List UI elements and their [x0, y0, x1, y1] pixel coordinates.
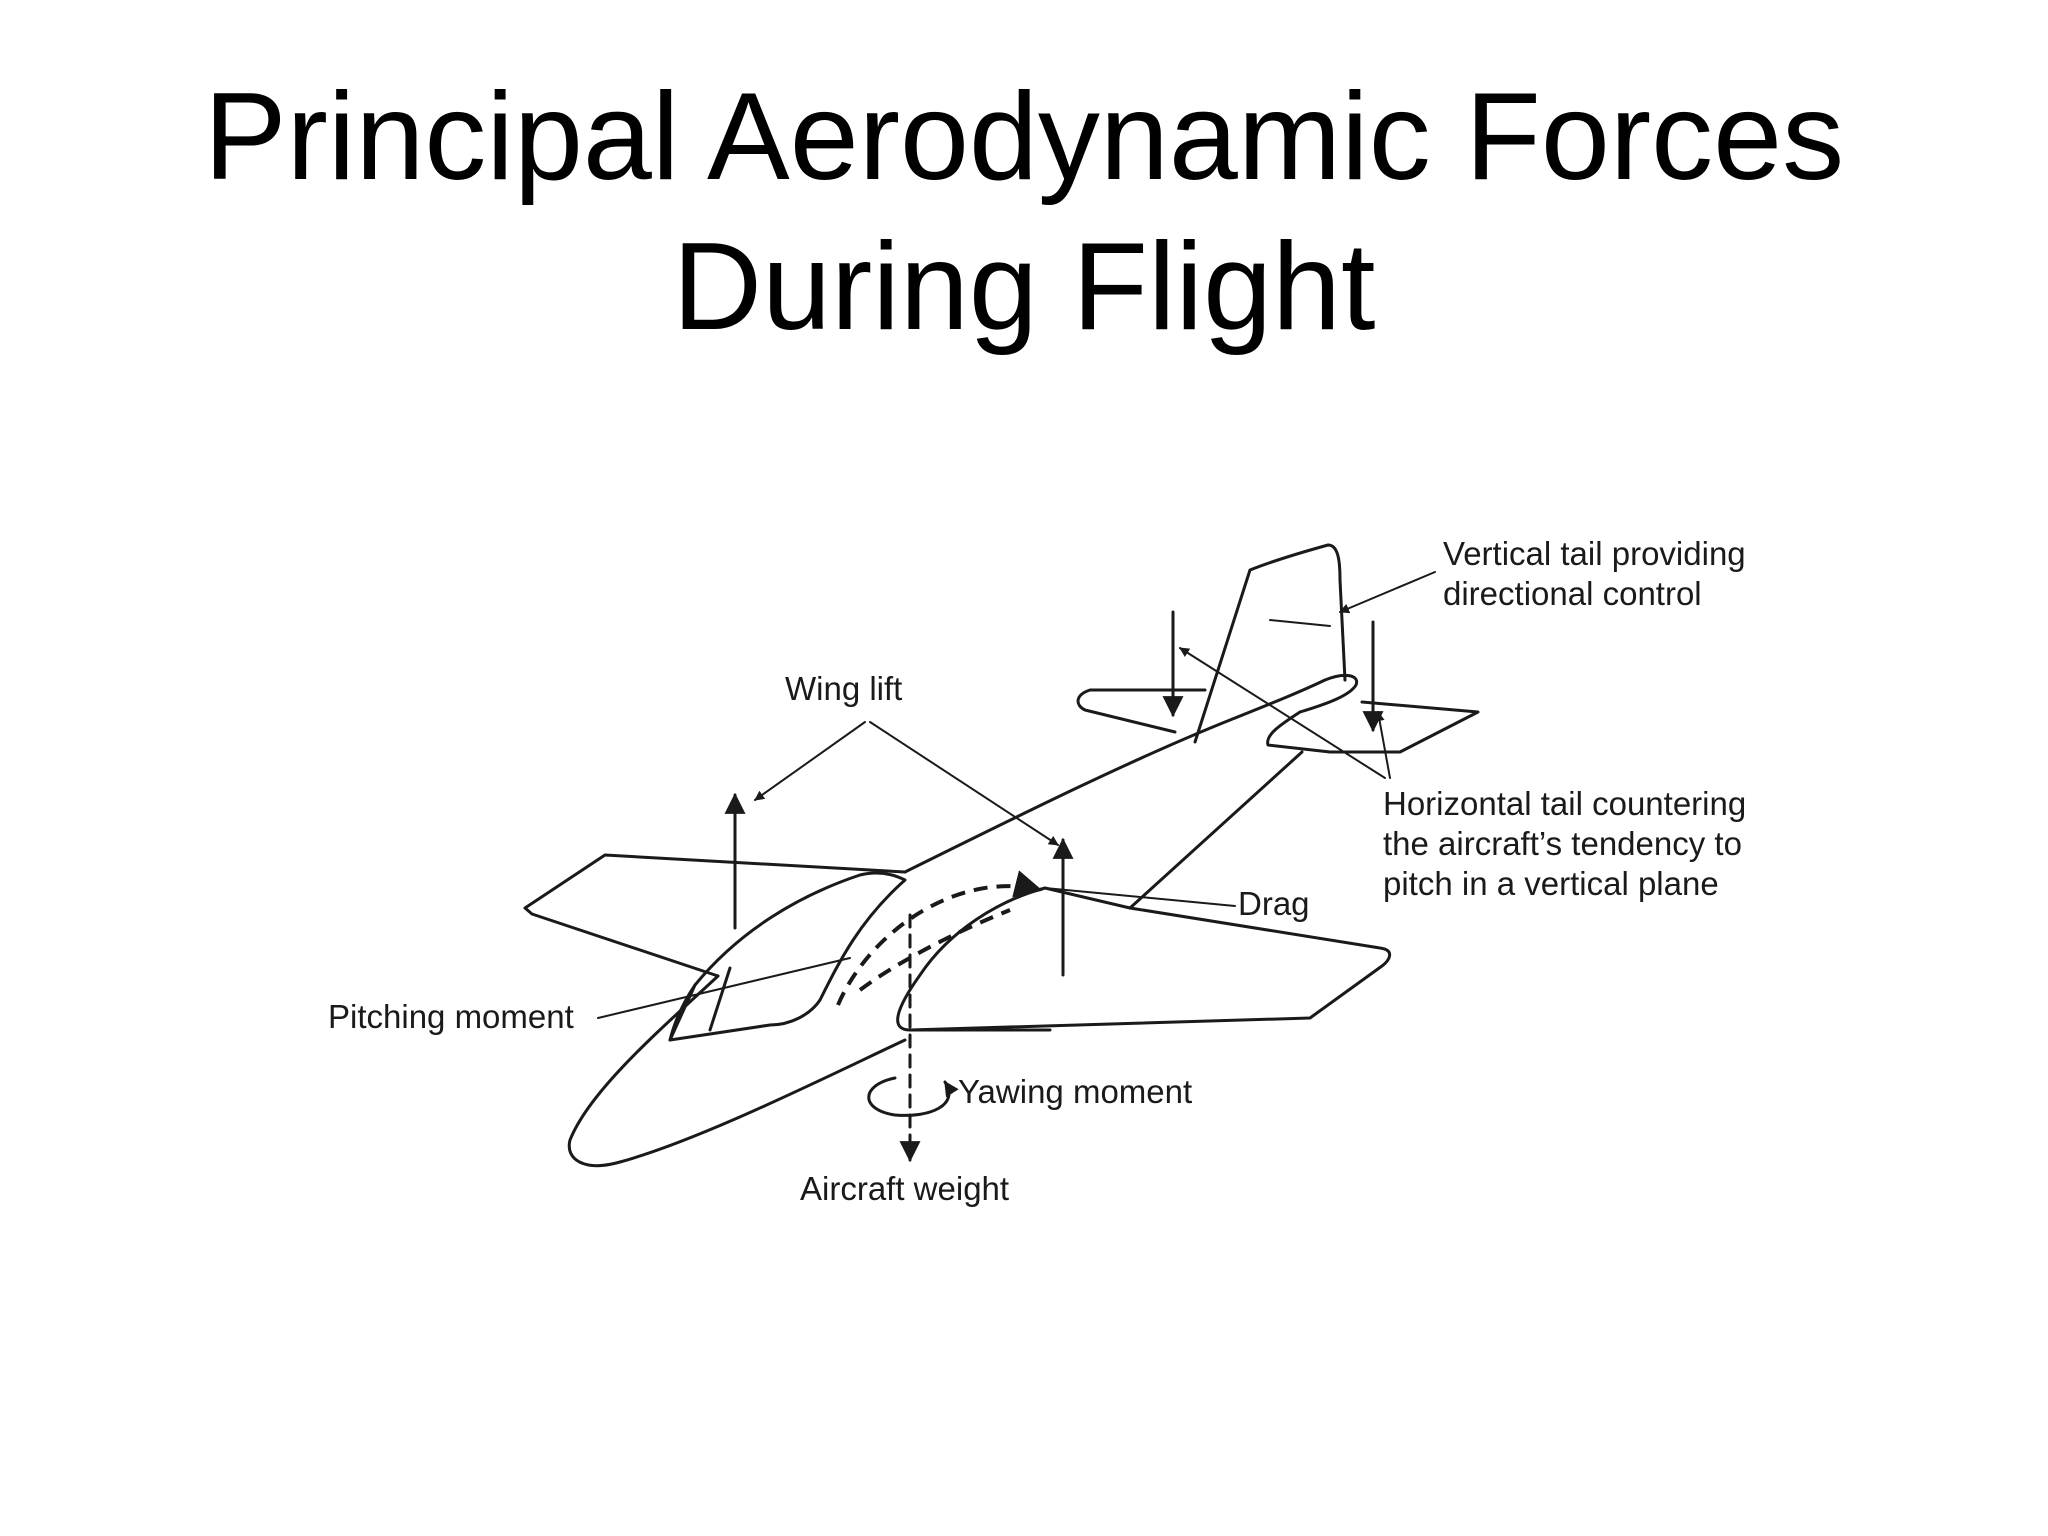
canopy-frame: [668, 966, 732, 1042]
vertical-tail-label-line-2: directional control: [1443, 575, 1702, 612]
vertical-tail-label-line-1: Vertical tail providing: [1443, 535, 1746, 572]
force-arrows: [724, 610, 1384, 1163]
title-line-1: Principal Aerodynamic Forces: [203, 68, 1845, 206]
left-stabilizer: [1076, 688, 1207, 734]
vertical-tail-line: [1269, 619, 1331, 627]
wing-lift-leader-left: [754, 721, 866, 801]
wing-root: [896, 886, 1047, 1032]
pitching-moment-curve: [836, 870, 1043, 1006]
drag-leader: [1044, 887, 1236, 907]
horizontal-tail-label-line-1: Horizontal tail countering: [1383, 785, 1746, 822]
fuselage-top: [903, 673, 1359, 874]
fuselage-bottom: [1128, 750, 1304, 910]
slide-title: Principal Aerodynamic Forces During Flig…: [0, 62, 2048, 362]
title-line-2: During Flight: [672, 218, 1376, 356]
horizontal-tail-leader-left: [1179, 647, 1386, 779]
horizontal-tail-label-line-3: pitch in a vertical plane: [1383, 865, 1719, 902]
wing-lift-leader-right: [869, 721, 1059, 846]
left-wing: [523, 853, 907, 978]
horizontal-tail-label-line-2: the aircraft’s tendency to: [1383, 825, 1742, 862]
pitching-moment-label: Pitching moment: [328, 998, 574, 1035]
vertical-tail-leader: [1339, 571, 1436, 614]
diagram-labels: Vertical tail providing directional cont…: [328, 535, 1746, 1207]
yawing-moment-label: Yawing moment: [958, 1073, 1192, 1110]
horizontal-tail-leader-right: [1374, 711, 1391, 779]
canopy: [668, 871, 907, 1042]
fuselage-nose: [567, 974, 907, 1168]
wing-lift-label: Wing lift: [785, 670, 902, 707]
pitching-moment-leader: [597, 957, 851, 1019]
leader-lines: [597, 571, 1436, 1019]
aircraft-weight-label: Aircraft weight: [800, 1170, 1009, 1207]
yawing-moment-curve: [867, 1076, 959, 1117]
vertical-tail: [1193, 543, 1347, 744]
drag-label: Drag: [1238, 885, 1310, 922]
right-wing: [908, 886, 1392, 1032]
pitching-moment-curve-2: [858, 908, 1011, 992]
